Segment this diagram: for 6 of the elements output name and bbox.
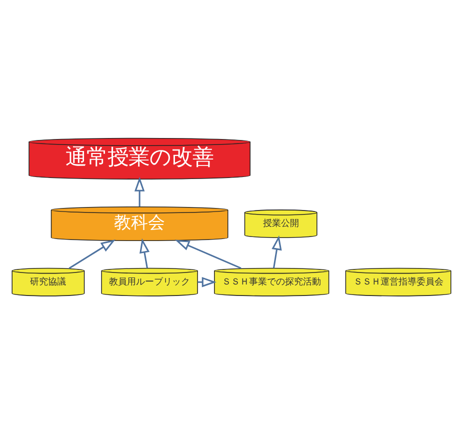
arrow xyxy=(134,176,145,207)
arrow xyxy=(174,240,242,269)
arrow xyxy=(272,235,282,268)
arrow xyxy=(198,277,216,288)
arrow xyxy=(68,240,116,269)
arrow xyxy=(140,238,150,268)
